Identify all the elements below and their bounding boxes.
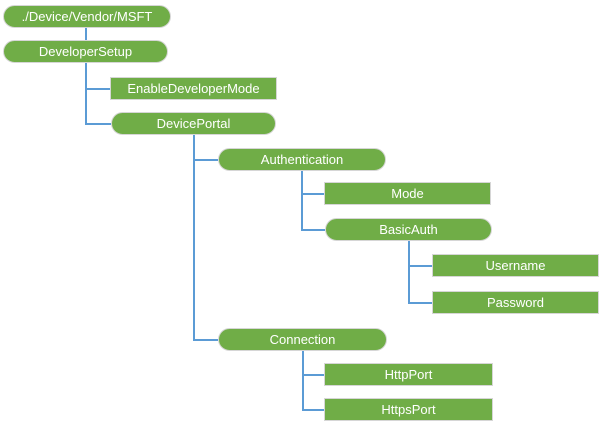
tree-node-basicauth: BasicAuth bbox=[325, 218, 492, 241]
tree-node-label: DeveloperSetup bbox=[38, 44, 133, 59]
connector-line bbox=[408, 302, 432, 304]
tree-node-label: EnableDeveloperMode bbox=[127, 81, 260, 96]
tree-node-developersetup: DeveloperSetup bbox=[3, 40, 168, 63]
connector-line bbox=[302, 374, 324, 376]
tree-node-msft: ./Device/Vendor/MSFT bbox=[3, 5, 171, 28]
connector-line bbox=[302, 409, 324, 411]
connector-line bbox=[85, 63, 87, 125]
tree-node-label: BasicAuth bbox=[379, 222, 438, 237]
connector-line bbox=[193, 135, 195, 341]
connector-line bbox=[85, 88, 110, 90]
tree-node-label: Username bbox=[485, 258, 546, 273]
tree-node-httpsport: HttpsPort bbox=[324, 398, 493, 421]
connector-line bbox=[85, 28, 87, 40]
tree-node-label: DevicePortal bbox=[156, 116, 231, 131]
connector-line bbox=[408, 265, 432, 267]
tree-node-label: ./Device/Vendor/MSFT bbox=[21, 9, 153, 24]
tree-node-label: Connection bbox=[269, 332, 336, 347]
tree-node-mode: Mode bbox=[324, 182, 491, 205]
tree-node-password: Password bbox=[432, 291, 599, 314]
tree-node-label: Password bbox=[486, 295, 545, 310]
connector-line bbox=[408, 241, 410, 304]
connector-line bbox=[85, 123, 111, 125]
connector-line bbox=[193, 159, 218, 161]
tree-node-label: HttpsPort bbox=[381, 402, 436, 417]
connector-line bbox=[193, 339, 218, 341]
tree-node-httpport: HttpPort bbox=[324, 363, 493, 386]
connector-line bbox=[301, 193, 324, 195]
tree-node-enabledevelopermode: EnableDeveloperMode bbox=[110, 77, 277, 100]
tree-node-label: Authentication bbox=[260, 152, 344, 167]
tree-node-label: HttpPort bbox=[384, 367, 433, 382]
tree-node-label: Mode bbox=[391, 186, 424, 201]
connector-line bbox=[301, 229, 325, 231]
connector-line bbox=[302, 351, 304, 411]
tree-node-authentication: Authentication bbox=[218, 148, 386, 171]
tree-node-username: Username bbox=[432, 254, 599, 277]
tree-node-connection: Connection bbox=[218, 328, 387, 351]
connector-line bbox=[301, 171, 303, 231]
tree-node-deviceportal: DevicePortal bbox=[111, 112, 276, 135]
